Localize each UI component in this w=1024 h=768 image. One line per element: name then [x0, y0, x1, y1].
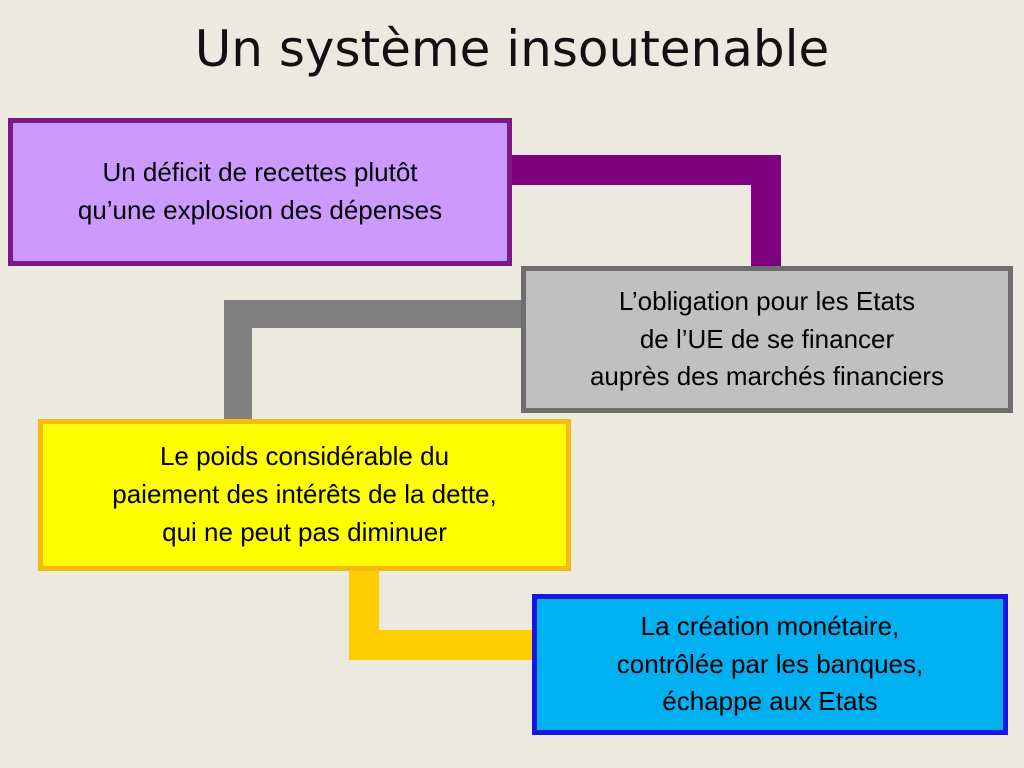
box-creation: La création monétaire, contrôlée par les… — [532, 594, 1008, 735]
slide-title: Un système insoutenable — [194, 20, 830, 78]
box-interets: Le poids considérable du paiement des in… — [38, 419, 571, 571]
connector-gray — [224, 300, 521, 421]
connector-yellow — [349, 571, 534, 660]
box-deficit: Un déficit de recettes plutôt qu’une exp… — [8, 118, 512, 266]
box-obligation: L’obligation pour les Etats de l’UE de s… — [521, 266, 1013, 413]
connector-purple — [512, 155, 781, 268]
